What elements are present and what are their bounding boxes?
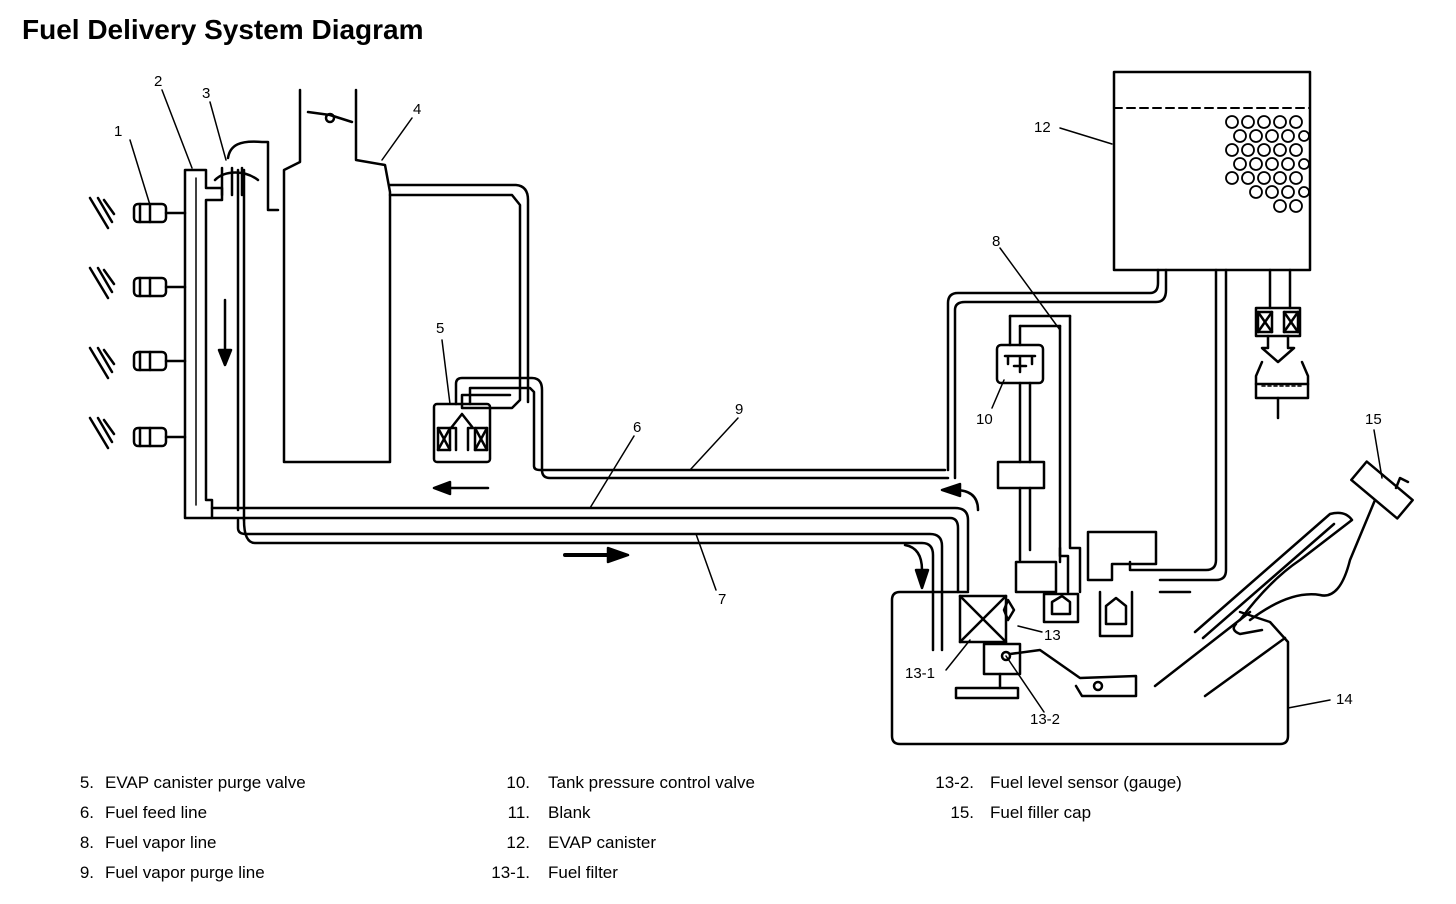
callout-10: 10 [976,411,993,428]
leader-lines [129,89,1383,713]
legend-label: Fuel filter [548,863,618,882]
tank-pressure-control-valve [995,314,1046,562]
legend-label: EVAP canister purge valve [105,773,306,792]
injector-4 [88,416,187,450]
fuel-vapor-purge-line [946,268,1160,472]
callout-2: 2 [154,73,162,90]
legend-label: Fuel filler cap [990,803,1092,822]
callout-7: 7 [718,591,726,608]
legend-number: 12. [506,833,530,852]
callout-1: 1 [114,123,122,140]
legend-label: Fuel feed line [105,803,208,822]
legend-label: Fuel vapor purge line [105,863,265,882]
legend-label: Fuel vapor line [105,833,217,852]
legend-number: 5. [79,773,94,792]
evap-canister [1112,70,1312,582]
legend-label: Tank pressure control valve [548,773,755,792]
page-title: Fuel Delivery System Diagram [22,14,424,45]
surge-tank [282,88,530,464]
legend-number: 11. [507,803,530,822]
injector-1 [88,196,187,230]
fuel-tank [890,530,1290,746]
fuel-rail [183,168,224,520]
callout-14: 14 [1336,691,1353,708]
legend-number: 10. [506,773,530,792]
fuel-injectors [88,196,187,450]
callout-13-2: 13-2 [1030,711,1060,728]
legend-number: 13-2. [935,773,974,792]
legend-label: EVAP canister [548,833,657,852]
legend-number: 9. [79,863,94,882]
filler-neck [1153,460,1414,698]
callout-6: 6 [633,419,641,436]
legend-number: 15. [950,803,974,822]
legend-number: 8. [79,833,94,852]
legend-number: 6. [79,803,94,822]
legend-label: Blank [548,803,591,822]
injector-2 [88,266,187,300]
callout-4: 4 [413,101,421,118]
callout-13-1: 13-1 [905,665,935,682]
legend-number: 13-1. [491,863,530,882]
callout-9: 9 [735,401,743,418]
callout-12: 12 [1034,119,1051,136]
fuel-vapor-line [1068,314,1082,594]
callout-15: 15 [1365,411,1382,428]
callout-8: 8 [992,233,1000,250]
callout-3: 3 [202,85,210,102]
callout-13: 13 [1044,627,1061,644]
pressure-regulator [213,140,280,522]
fuel-feed-line [210,506,970,592]
injector-3 [88,346,187,380]
fuel-return-line [236,518,944,652]
callout-5: 5 [436,320,444,337]
evap-purge-valve [432,376,950,480]
legend-label: Fuel level sensor (gauge) [990,773,1182,792]
